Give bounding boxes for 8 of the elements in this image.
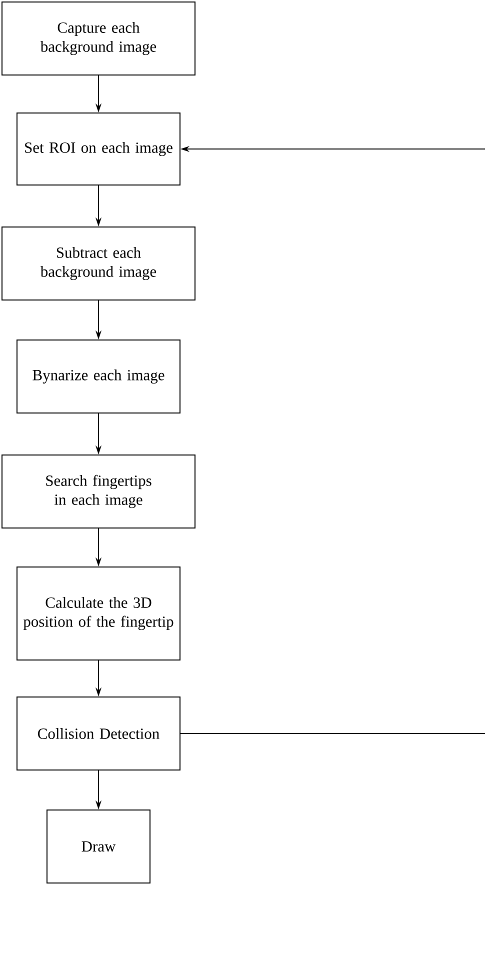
process-box: Draw bbox=[46, 810, 150, 884]
process-box: Set ROI on each image bbox=[16, 112, 180, 186]
process-box: Search fingertips in each image bbox=[2, 454, 196, 528]
process-box: Collision Detection bbox=[16, 696, 180, 770]
process-box: Calculate the 3D position of the fingertip bbox=[16, 566, 180, 660]
process-box: Subtract each background image bbox=[2, 226, 196, 300]
process-box: Bynarize each image bbox=[16, 340, 180, 414]
process-box: Capture each background image bbox=[2, 2, 196, 76]
